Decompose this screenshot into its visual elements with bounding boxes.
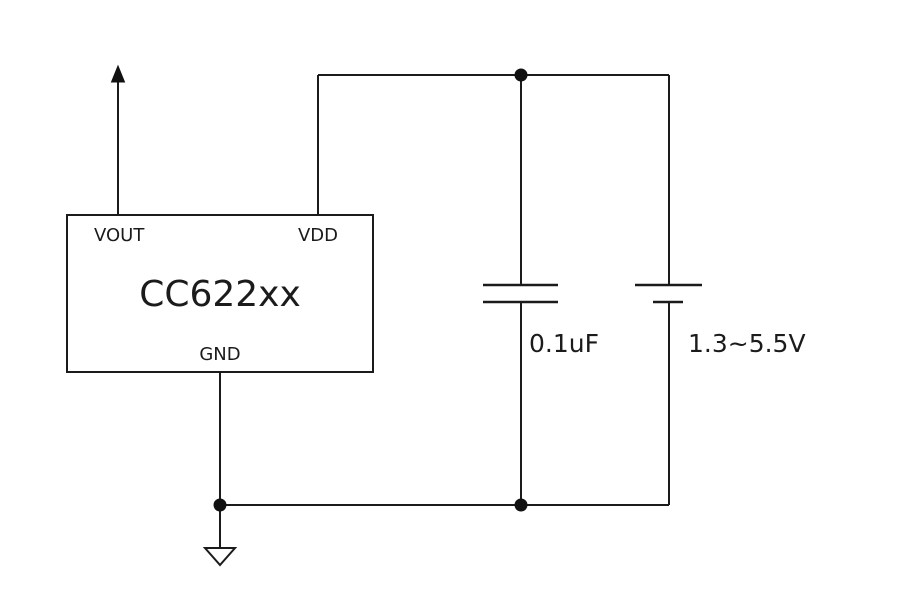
ground-symbol-icon (202, 547, 238, 567)
pin-label-vout: VOUT (94, 225, 145, 246)
top-junction-dot (514, 68, 528, 82)
pin-label-gnd: GND (199, 344, 240, 365)
vout-arrowhead-icon (110, 64, 126, 83)
chip-body (66, 214, 374, 373)
battery-voltage-label: 1.3~5.5V (688, 329, 806, 358)
bottom-left-junction-dot (213, 498, 227, 512)
chip-part-number: CC622xx (139, 274, 301, 315)
capacitor-value-label: 0.1uF (529, 329, 599, 358)
pin-label-vdd: VDD (298, 225, 338, 246)
bottom-middle-junction-dot (514, 498, 528, 512)
